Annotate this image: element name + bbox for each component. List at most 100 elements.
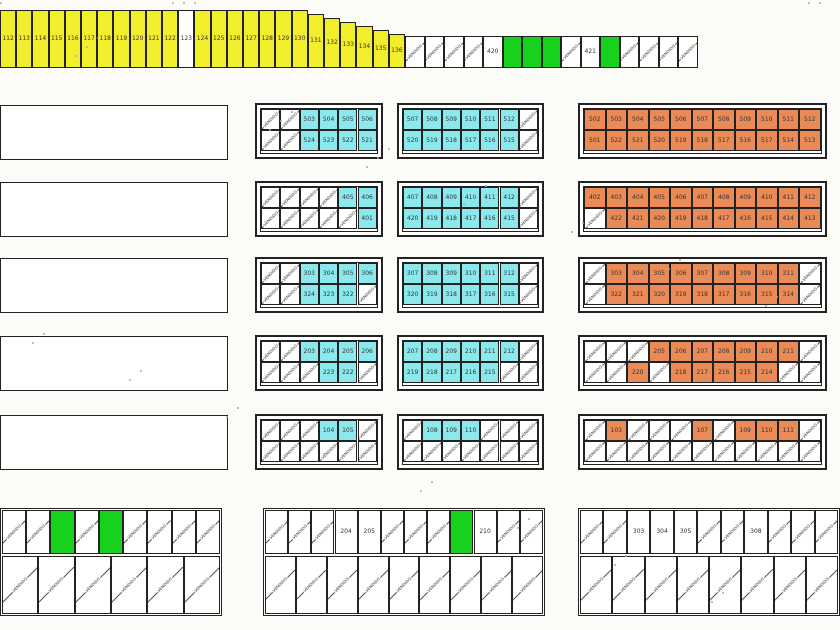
- lot-cell[interactable]: 305: [648, 263, 670, 284]
- sold-lot[interactable]: VENDIDO: [338, 441, 358, 462]
- sold-lot[interactable]: VENDIDO: [111, 556, 148, 614]
- lot-cell[interactable]: 419: [670, 208, 692, 229]
- lot-cell[interactable]: 107: [691, 420, 713, 441]
- sold-lot[interactable]: VENDIDO: [799, 441, 821, 462]
- lot-cell[interactable]: 511: [480, 109, 500, 130]
- sold-lot[interactable]: VENDIDO: [403, 441, 423, 462]
- lot-cell[interactable]: 309: [441, 263, 461, 284]
- lot-cell[interactable]: 507: [403, 109, 423, 130]
- sold-lot[interactable]: VENDIDO: [519, 510, 543, 554]
- sold-lot[interactable]: VENDIDO: [518, 341, 539, 362]
- sold-lot[interactable]: VENDIDO: [480, 441, 500, 462]
- sold-lot[interactable]: VENDIDO: [318, 187, 339, 208]
- lot-cell[interactable]: 318: [441, 284, 461, 305]
- lot-cell[interactable]: 306: [357, 263, 377, 284]
- sold-lot[interactable]: VENDIDO: [518, 420, 539, 441]
- sold-lot[interactable]: VENDIDO: [670, 420, 692, 441]
- sold-lot[interactable]: VENDIDO: [691, 441, 713, 462]
- lot-cell[interactable]: 134: [356, 26, 373, 68]
- sold-lot[interactable]: VENDIDO: [627, 341, 649, 362]
- lot-cell[interactable]: 406: [670, 187, 692, 208]
- lot-cell[interactable]: 416: [734, 208, 756, 229]
- sold-lot[interactable]: VENDIDO: [627, 420, 649, 441]
- sold-lot[interactable]: VENDIDO: [627, 441, 649, 462]
- sold-lot[interactable]: VENDIDO: [147, 510, 172, 554]
- lot-cell[interactable]: 510: [460, 109, 481, 130]
- lot-cell[interactable]: 203: [299, 341, 319, 362]
- sold-lot[interactable]: VENDIDO: [720, 510, 745, 554]
- sold-lot[interactable]: VENDIDO: [741, 556, 774, 614]
- lot-cell[interactable]: 503: [299, 109, 319, 130]
- sold-lot[interactable]: VENDIDO: [580, 556, 613, 614]
- lot-cell[interactable]: 415: [499, 208, 519, 229]
- sold-lot[interactable]: VENDIDO: [74, 556, 111, 614]
- lot-cell[interactable]: 517: [713, 130, 735, 151]
- sold-lot[interactable]: VENDIDO: [584, 341, 606, 362]
- lot-cell[interactable]: 418: [441, 208, 461, 229]
- lot-cell[interactable]: 421: [580, 36, 600, 68]
- sold-lot[interactable]: VENDIDO: [288, 510, 312, 554]
- lot-cell[interactable]: 128: [259, 10, 276, 68]
- lot-cell[interactable]: 521: [627, 130, 649, 151]
- lot-cell[interactable]: 304: [627, 263, 649, 284]
- lot-cell[interactable]: 316: [480, 284, 500, 305]
- sold-lot[interactable]: VENDIDO: [419, 556, 451, 614]
- lot-cell[interactable]: 210: [473, 510, 497, 554]
- sold-lot[interactable]: VENDIDO: [658, 36, 678, 68]
- lot-cell[interactable]: 511: [777, 109, 799, 130]
- sold-lot[interactable]: VENDIDO: [799, 284, 821, 305]
- lot-cell[interactable]: 209: [441, 341, 461, 362]
- sold-lot[interactable]: VENDIDO: [265, 556, 296, 614]
- sold-lot[interactable]: VENDIDO: [480, 420, 500, 441]
- lot-cell[interactable]: 318: [691, 284, 713, 305]
- sold-lot[interactable]: VENDIDO: [311, 510, 335, 554]
- lot-cell[interactable]: 205: [338, 341, 358, 362]
- lot-cell[interactable]: 522: [338, 130, 358, 151]
- sold-lot[interactable]: VENDIDO: [38, 556, 75, 614]
- lot-cell[interactable]: 403: [605, 187, 627, 208]
- lot-cell[interactable]: 513: [799, 130, 821, 151]
- sold-lot[interactable]: VENDIDO: [518, 284, 539, 305]
- lot-cell[interactable]: 310: [756, 263, 778, 284]
- sold-lot[interactable]: VENDIDO: [403, 420, 423, 441]
- sold-lot[interactable]: VENDIDO: [518, 441, 539, 462]
- lot-cell[interactable]: 217: [441, 362, 461, 383]
- sold-lot[interactable]: VENDIDO: [605, 362, 627, 383]
- sold-lot[interactable]: VENDIDO: [697, 510, 721, 554]
- sold-lot[interactable]: VENDIDO: [584, 284, 606, 305]
- lot-cell[interactable]: 515: [499, 130, 519, 151]
- sold-lot[interactable]: VENDIDO: [427, 510, 451, 554]
- sold-lot[interactable]: VENDIDO: [499, 441, 519, 462]
- sold-lot[interactable]: VENDIDO: [670, 441, 692, 462]
- lot-cell[interactable]: 308: [744, 510, 768, 554]
- lot-cell[interactable]: 512: [499, 109, 519, 130]
- sold-lot[interactable]: VENDIDO: [357, 441, 377, 462]
- lot-cell[interactable]: 119: [113, 10, 130, 68]
- lot-cell-reserved[interactable]: [98, 510, 124, 554]
- sold-lot[interactable]: VENDIDO: [147, 556, 184, 614]
- lot-cell[interactable]: 307: [691, 263, 713, 284]
- lot-cell[interactable]: 204: [334, 510, 358, 554]
- sold-lot[interactable]: VENDIDO: [603, 510, 627, 554]
- lot-cell[interactable]: 512: [799, 109, 821, 130]
- sold-lot[interactable]: VENDIDO: [280, 208, 300, 229]
- sold-lot[interactable]: VENDIDO: [584, 263, 606, 284]
- lot-cell[interactable]: 503: [605, 109, 627, 130]
- lot-cell[interactable]: 214: [756, 362, 778, 383]
- lot-cell[interactable]: 410: [756, 187, 778, 208]
- lot-cell[interactable]: 132: [324, 18, 341, 68]
- lot-cell[interactable]: 306: [670, 263, 692, 284]
- lot-cell[interactable]: 122: [162, 10, 179, 68]
- sold-lot[interactable]: VENDIDO: [805, 556, 838, 614]
- sold-lot[interactable]: VENDIDO: [580, 510, 604, 554]
- sold-lot[interactable]: VENDIDO: [799, 362, 821, 383]
- lot-cell[interactable]: 319: [670, 284, 692, 305]
- lot-cell[interactable]: 223: [318, 362, 339, 383]
- lot-cell[interactable]: 408: [422, 187, 442, 208]
- lot-cell[interactable]: 207: [403, 341, 423, 362]
- sold-lot[interactable]: VENDIDO: [280, 263, 300, 284]
- sold-lot[interactable]: VENDIDO: [499, 362, 519, 383]
- sold-lot[interactable]: VENDIDO: [357, 420, 377, 441]
- sold-lot[interactable]: VENDIDO: [518, 109, 539, 130]
- sold-lot[interactable]: VENDIDO: [280, 284, 300, 305]
